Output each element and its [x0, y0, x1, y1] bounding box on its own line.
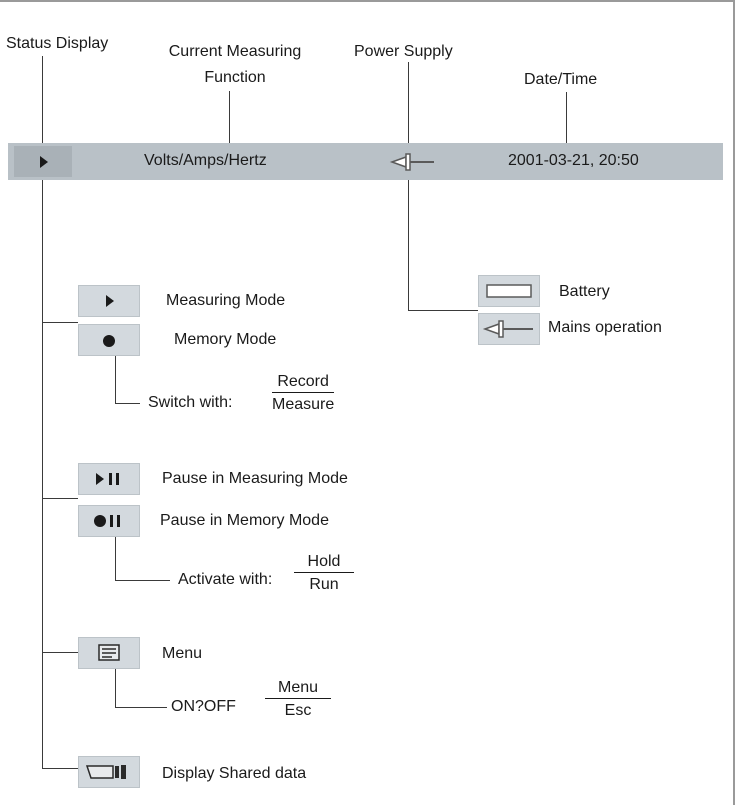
record-icon [103, 335, 115, 347]
switch-with-label: Switch with: [148, 394, 233, 411]
battery-button [478, 275, 540, 307]
branch-modes [42, 322, 78, 323]
menu-label: Menu [162, 645, 203, 662]
play-icon [40, 156, 48, 168]
pause-memory-button [78, 505, 140, 537]
memory-mode-button [78, 324, 140, 356]
measuring-mode-label: Measuring Mode [166, 292, 286, 309]
plug-icon [389, 153, 434, 171]
run-key: Run [309, 576, 339, 593]
status-bar: Volts/Amps/Hertz 2001-03-21, 20:50 [8, 143, 723, 180]
power-supply-title: Power Supply [354, 43, 453, 60]
display-shared-label: Display Shared data [162, 765, 307, 782]
activate-with-label: Activate with: [178, 571, 273, 588]
modes-switch-line-v [115, 356, 116, 403]
branch-pause [42, 498, 78, 499]
mode-indicator [14, 146, 72, 177]
menu-button [78, 637, 140, 669]
measure-key: Measure [272, 396, 335, 413]
play-icon [106, 295, 114, 307]
pause-memory-label: Pause in Memory Mode [160, 512, 329, 529]
on-off-label: ON?OFF [171, 698, 236, 715]
memory-mode-label: Memory Mode [174, 331, 277, 348]
branch-menu [42, 652, 78, 653]
shared-data-icon [85, 765, 126, 779]
pause-activate-line-h [115, 580, 170, 581]
power-supply-pointer [408, 62, 409, 144]
mains-button [478, 313, 540, 345]
date-time-pointer [566, 92, 567, 144]
date-time-title: Date/Time [524, 71, 598, 88]
menu-icon [98, 644, 120, 661]
function-text: Volts/Amps/Hertz [144, 152, 267, 169]
function-pointer [229, 91, 230, 144]
current-measuring-function-title-1: Current Measuring [168, 43, 302, 60]
main-tree-line [42, 180, 43, 768]
mains-label: Mains operation [548, 319, 662, 336]
menu-key: Menu [265, 678, 331, 699]
esc-key: Esc [284, 702, 312, 719]
activate-with-keys: Hold Run [294, 552, 354, 594]
pause-activate-line-v [115, 537, 116, 580]
current-measuring-function-title-2: Function [204, 69, 266, 86]
battery-label: Battery [559, 283, 610, 300]
menu-esc-keys: Menu Esc [265, 678, 331, 720]
hold-key: Hold [294, 552, 354, 573]
record-key: Record [272, 372, 335, 393]
menu-line-v [115, 669, 116, 707]
power-tree-line [408, 180, 409, 310]
record-pause-icon [94, 515, 120, 527]
status-display-pointer [42, 56, 43, 144]
switch-with-keys: Record Measure [272, 372, 335, 414]
battery-icon [486, 284, 532, 298]
datetime-text: 2001-03-21, 20:50 [508, 152, 639, 169]
pause-measuring-label: Pause in Measuring Mode [162, 470, 348, 487]
branch-shared [42, 768, 78, 769]
modes-switch-line-h [115, 403, 140, 404]
status-display-title: Status Display [6, 35, 109, 52]
power-branch [408, 310, 478, 311]
menu-line-h [115, 707, 167, 708]
plug-icon [482, 320, 533, 338]
shared-data-button [78, 756, 140, 788]
pause-measuring-button [78, 463, 140, 495]
play-pause-icon [96, 473, 119, 485]
measuring-mode-button [78, 285, 140, 317]
